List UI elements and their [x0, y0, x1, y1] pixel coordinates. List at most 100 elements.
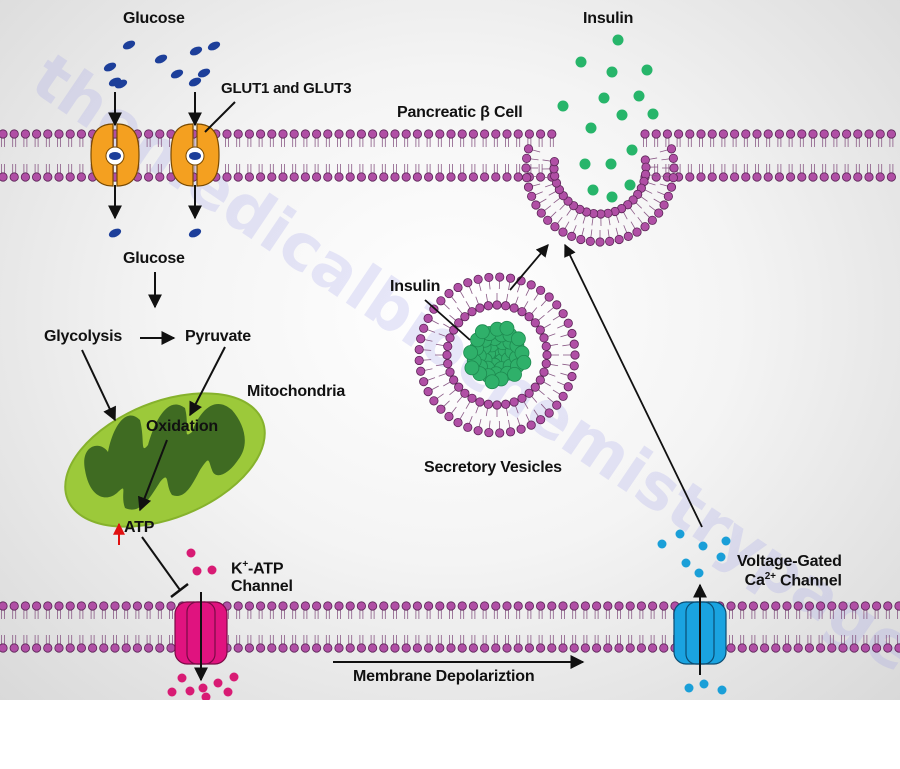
lipid	[380, 164, 388, 181]
lipid-head	[861, 644, 869, 652]
lipid-head	[484, 302, 492, 310]
lipid-head	[454, 283, 462, 291]
lipid	[0, 602, 7, 619]
lipid	[637, 635, 645, 652]
lipid	[581, 635, 589, 652]
lipid-head	[66, 173, 74, 181]
lipid	[831, 164, 839, 181]
lipid	[55, 130, 63, 147]
lipid	[290, 164, 298, 181]
lipid	[534, 410, 545, 424]
label-glut: GLUT1 and GLUT3	[221, 80, 351, 97]
lipid-head	[749, 602, 757, 610]
lipid	[828, 635, 836, 652]
lipid	[402, 635, 410, 652]
lipid-head	[447, 173, 455, 181]
lipid-head	[413, 644, 421, 652]
lipid-head	[540, 334, 548, 342]
lipid-head	[468, 394, 476, 402]
lipid-head	[111, 602, 119, 610]
lipid	[474, 275, 482, 291]
lipid-head	[674, 130, 682, 138]
lipid-head	[510, 304, 518, 312]
lipid	[234, 635, 242, 652]
lipid-head	[820, 173, 828, 181]
lipid-head	[312, 130, 320, 138]
lipid-head	[559, 644, 567, 652]
lipid-head	[536, 286, 544, 294]
lipid-head	[357, 130, 365, 138]
lipid	[77, 635, 85, 652]
lipid-head	[510, 398, 518, 406]
lipid	[380, 602, 388, 619]
lipid-head	[144, 130, 152, 138]
lipid	[290, 130, 298, 147]
lipid-head	[324, 602, 332, 610]
lipid-head	[454, 418, 462, 426]
lipid	[454, 412, 464, 427]
lipid-head	[156, 644, 164, 652]
lipid	[786, 130, 794, 147]
lipid-head	[268, 644, 276, 652]
lipid-head	[525, 602, 533, 610]
lipid-head	[417, 335, 425, 343]
lipid-head	[794, 644, 802, 652]
lipid	[895, 635, 900, 652]
lipid	[563, 351, 579, 359]
lipid	[661, 154, 677, 162]
lipid	[850, 602, 858, 619]
lipid-head	[816, 644, 824, 652]
lipid	[234, 164, 242, 181]
lipid-head	[633, 228, 641, 236]
lipid-head	[436, 173, 444, 181]
insulin-granule	[464, 346, 478, 360]
lipid	[346, 130, 354, 147]
lipid	[749, 635, 757, 652]
lipid	[510, 297, 518, 312]
lipid	[144, 635, 152, 652]
lipid-head	[55, 173, 63, 181]
lipid	[55, 602, 63, 619]
lipid	[447, 164, 455, 181]
lipid-head	[480, 602, 488, 610]
lipid-head	[66, 602, 74, 610]
lipid-head	[764, 173, 772, 181]
lipid-head	[831, 173, 839, 181]
lipid-head	[368, 173, 376, 181]
lipid	[526, 281, 535, 296]
lipid-head	[708, 173, 716, 181]
lipid-head	[604, 644, 612, 652]
lipid-head	[753, 130, 761, 138]
lipid-head	[256, 130, 264, 138]
lipid-head	[413, 173, 421, 181]
lipid-head	[312, 602, 320, 610]
lipid-head	[697, 173, 705, 181]
lipid-head	[391, 130, 399, 138]
lipid-head	[865, 173, 873, 181]
lipid	[100, 635, 108, 652]
lipid	[447, 130, 455, 147]
label-ca: Ca	[738, 572, 765, 589]
lipid	[335, 635, 343, 652]
lipid	[786, 164, 794, 181]
lipid	[391, 164, 399, 181]
lipid	[312, 635, 320, 652]
lipid-head	[10, 602, 18, 610]
lipid	[245, 130, 253, 147]
lipid-head	[850, 602, 858, 610]
lipid	[245, 602, 253, 619]
lipid	[654, 199, 669, 209]
lipid-head	[346, 130, 354, 138]
lipid	[831, 130, 839, 147]
k-ion	[178, 674, 187, 683]
lipid-head	[531, 319, 539, 327]
lipid	[485, 421, 493, 437]
lipid-head	[324, 173, 332, 181]
lipid	[522, 164, 538, 172]
lipid	[21, 602, 29, 619]
lipid	[122, 635, 130, 652]
glut-pointer	[205, 102, 235, 132]
lipid	[559, 222, 569, 237]
lipid-head	[21, 644, 29, 652]
lipid	[542, 342, 558, 350]
